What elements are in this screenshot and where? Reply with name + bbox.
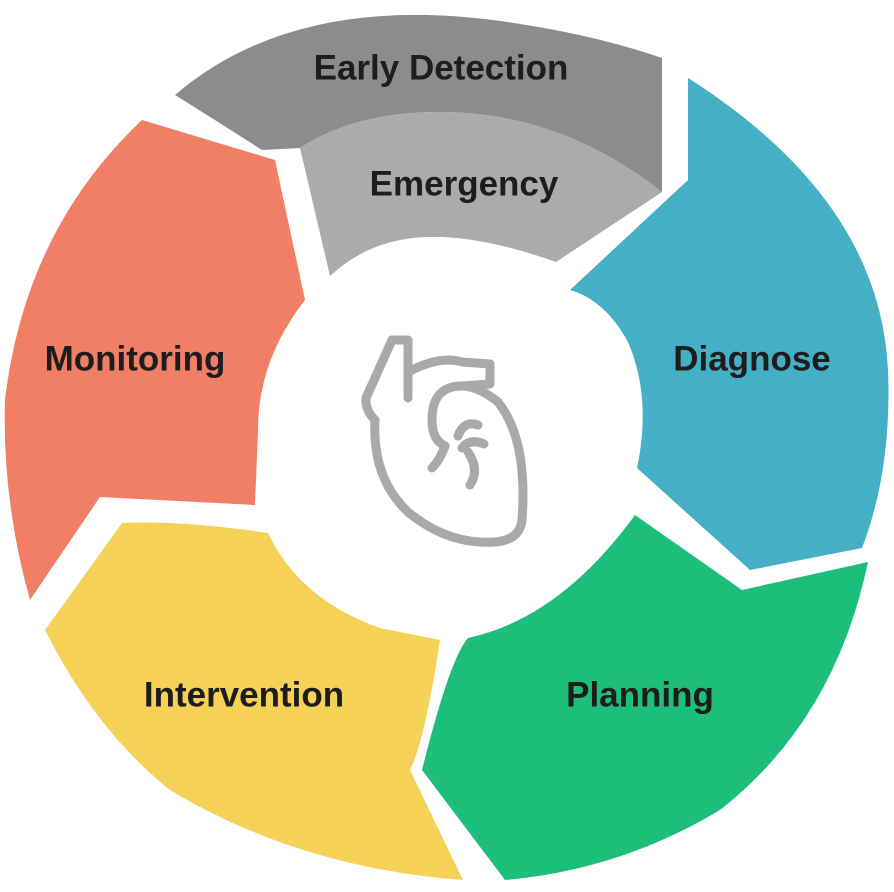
segment-emergency xyxy=(300,112,662,276)
segment-diagnose xyxy=(570,78,889,570)
segment-intervention xyxy=(45,522,463,880)
label-planning: Planning xyxy=(566,675,714,714)
segment-planning xyxy=(422,515,868,880)
segment-monitoring xyxy=(4,120,305,600)
label-intervention: Intervention xyxy=(144,675,344,714)
label-diagnose: Diagnose xyxy=(673,339,831,378)
segment-early-detection xyxy=(175,14,662,192)
label-emergency: Emergency xyxy=(370,164,559,203)
label-early-detection: Early Detection xyxy=(314,48,569,87)
heart-icon xyxy=(361,335,528,547)
label-monitoring: Monitoring xyxy=(45,339,226,378)
